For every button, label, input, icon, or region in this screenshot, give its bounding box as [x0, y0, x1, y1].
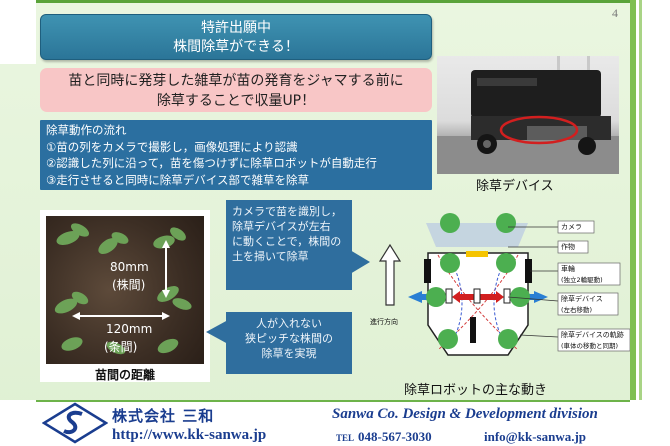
footer: 株式会社 三和 http://www.kk-sanwa.jp Sanwa Co.…: [0, 400, 670, 446]
page-number: 4: [612, 6, 618, 20]
spacing-joukan-label: (条間): [104, 340, 138, 354]
narrow-pitch-callout: 人が入れない 狭ピッチな株間の 除草を実現: [226, 312, 352, 374]
top-left-band: [0, 0, 36, 64]
callout2-line-1: 人が入れない: [256, 317, 322, 330]
footer-rule: [36, 400, 630, 402]
company-email[interactable]: info@kk-sanwa.jp: [484, 429, 587, 444]
flow-heading: 除草動作の流れ: [46, 123, 127, 137]
label-crop: 作物: [561, 243, 575, 251]
spacing-120mm-label: 120mm: [106, 322, 153, 336]
spacing-80mm-label: 80mm: [110, 260, 149, 274]
robot-diagram-caption: 除草ロボットの主な動き: [404, 383, 548, 398]
title-line-1: 特許出願中: [201, 20, 271, 36]
label-direction: 進行方向: [370, 318, 398, 326]
right-stripe-thin: [639, 0, 642, 400]
weeding-device-illustration: [437, 56, 619, 174]
weeding-device-photo: [437, 56, 619, 174]
flow-step-2: ②認識した列に沿って，苗を傷つけずに除草ロボットが自動走行: [46, 156, 377, 170]
device-caption: 除草デバイス: [476, 179, 554, 194]
company-url[interactable]: http://www.kk-sanwa.jp: [112, 427, 267, 443]
flow-step-1: ①苗の列をカメラで撮影し，画像処理により認識: [46, 139, 298, 154]
phone-label: TEL: [336, 433, 355, 443]
label-wheel-note: (独立2輪駆動): [561, 276, 603, 284]
right-stripe: [630, 0, 636, 400]
company-division: Sanwa Co. Design & Development division: [332, 406, 598, 422]
label-trajectory: 除草デバイスの軌跡: [561, 331, 624, 339]
seedling-caption: 苗間の距離: [94, 368, 155, 382]
title-line-2: 株間除草ができる！: [173, 39, 299, 55]
callout1-line-2: 除草デバイスが左右: [232, 220, 331, 233]
callout2-pointer: [206, 320, 228, 344]
top-rule: [36, 0, 630, 3]
sanwa-logo-icon: [42, 402, 108, 444]
seedling-spacing-figure: 80mm (株間) 120mm (条間) 苗間の距離: [40, 210, 210, 382]
right-band: [632, 0, 670, 400]
label-device-note: (左右移動): [561, 306, 593, 314]
label-trajectory-note: (車体の移動と同期): [561, 342, 619, 350]
camera-callout: カメラで苗を識別し， 除草デバイスが左右 に動くことで，株間の 土を掃いて除草: [226, 200, 352, 290]
callout2-line-3: 除草を実現: [261, 347, 317, 360]
callout1-pointer: [350, 250, 370, 274]
operation-flow-box: 除草動作の流れ ①苗の列をカメラで撮影し，画像処理により認識 ②認識した列に沿っ…: [40, 120, 432, 190]
label-camera: カメラ: [561, 223, 582, 231]
phone-number: 048-567-3030: [358, 429, 432, 444]
callout1-line-3: に動くことで，株間の: [232, 235, 342, 248]
robot-motion-diagram: カメラ 作物 車輪 (独立2輪駆動) 除草デバイス (左右移動) 除草デバイスの…: [368, 205, 631, 380]
headline-line-2: 除草することで収量UP！: [156, 93, 316, 109]
company-name: 株式会社 三和: [112, 407, 215, 425]
callout1-line-1: カメラで苗を識別し，: [232, 205, 342, 218]
spacing-kabuma-label: (株間): [112, 278, 146, 292]
label-wheel: 車輪: [561, 265, 575, 273]
slide-title: 特許出願中 株間除草ができる！: [40, 14, 432, 60]
label-device: 除草デバイス: [561, 295, 603, 303]
seedling-illustration: [54, 223, 192, 355]
seedling-photo: 80mm (株間) 120mm (条間): [46, 216, 204, 364]
callout2-line-2: 狭ピッチな株間の: [245, 332, 333, 345]
flow-step-3: ③走行させると同時に除草デバイス部で雑草を除草: [46, 172, 309, 187]
robot-diagram-svg: [378, 213, 631, 356]
headline-line-1: 苗と同時に発芽した雑草が苗の発育をジャマする前に: [68, 73, 404, 89]
headline-box: 苗と同時に発芽した雑草が苗の発育をジャマする前に 除草することで収量UP！: [40, 68, 432, 112]
callout1-line-4: 土を掃いて除草: [232, 250, 309, 263]
